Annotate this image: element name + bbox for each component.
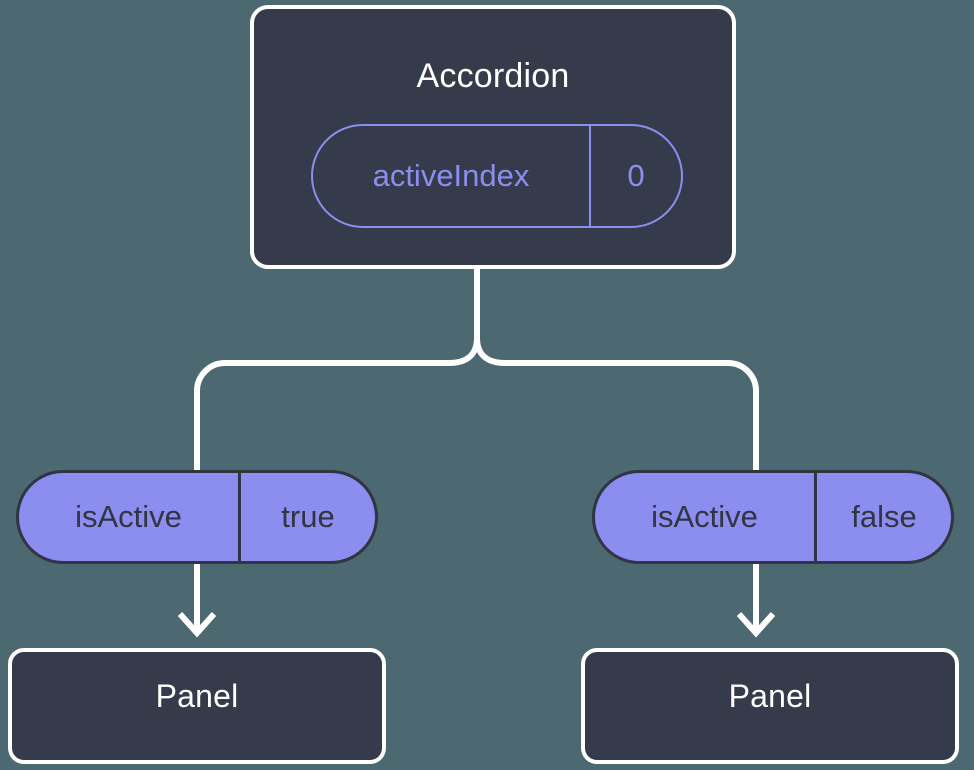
connector-branch-right xyxy=(505,360,759,472)
state-pill-value: 0 xyxy=(627,158,645,193)
prop-pill-key: isActive xyxy=(19,473,241,561)
prop-pill-value: false xyxy=(851,499,917,534)
prop-pill-is-active-true[interactable]: isActive true xyxy=(16,470,378,564)
state-pill-active-index[interactable]: activeIndex 0 xyxy=(311,124,683,228)
panel-node-label: Panel xyxy=(728,678,812,714)
connector-branch-left xyxy=(194,360,449,472)
arrow-left-pill-to-panel xyxy=(177,562,217,638)
connector-stem xyxy=(474,269,506,366)
arrow-right-pill-to-panel xyxy=(736,562,776,638)
prop-pill-is-active-false[interactable]: isActive false xyxy=(592,470,954,564)
panel-node-label: Panel xyxy=(155,678,239,714)
connector-stem-mirror xyxy=(448,337,480,366)
prop-pill-value: true xyxy=(281,499,335,534)
panel-node-right[interactable]: Panel xyxy=(581,648,959,764)
panel-node-left[interactable]: Panel xyxy=(8,648,386,764)
state-pill-key: activeIndex xyxy=(313,126,591,226)
accordion-node[interactable]: Accordion activeIndex 0 xyxy=(250,5,736,269)
accordion-node-label: Accordion xyxy=(416,57,570,95)
prop-pill-key: isActive xyxy=(595,473,817,561)
